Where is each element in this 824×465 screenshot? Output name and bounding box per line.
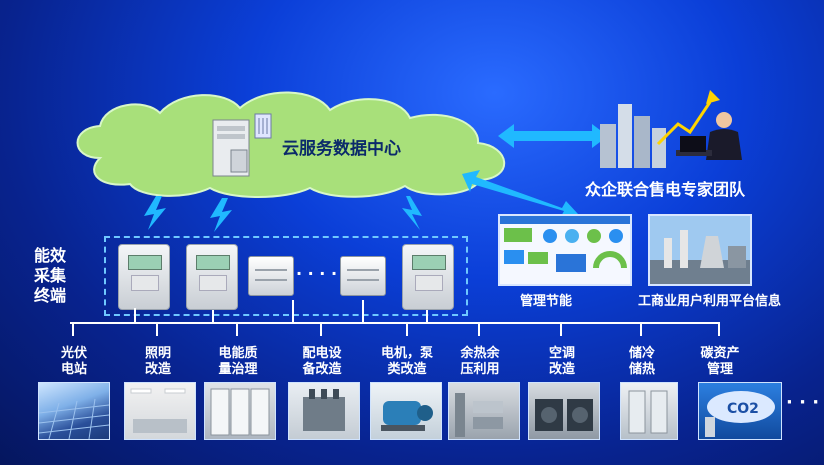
connector — [212, 310, 214, 322]
energy-meter — [118, 244, 170, 310]
drop-line — [718, 322, 720, 336]
category-label-power-quality: 电能质 量治理 — [206, 346, 270, 378]
cloud-title: 云服务数据中心 — [282, 139, 401, 159]
category-line: 储冷 — [628, 346, 655, 361]
lightning-icon — [144, 196, 166, 230]
ellipsis: · · · · — [296, 264, 338, 283]
bus-line — [70, 322, 720, 324]
category-label-carbon: 碳资产 管理 — [688, 346, 752, 378]
double-arrow-icon — [462, 170, 578, 218]
category-line: 配电设 — [302, 346, 342, 361]
industrial-user-label: 工商业用户利用平台信息 — [638, 294, 782, 309]
drop-line — [72, 322, 74, 336]
energy-meter — [186, 244, 238, 310]
drop-line — [406, 322, 408, 336]
category-line: 光伏 — [60, 346, 87, 361]
carbon-asset-photo: CO2 — [698, 382, 782, 440]
category-line: 电站 — [60, 362, 87, 377]
motor-icon — [381, 401, 433, 431]
motor-pump-photo — [370, 382, 442, 440]
category-line: 电机，泵 — [380, 346, 433, 361]
category-label-waste-heat: 余热余 压利用 — [448, 346, 512, 378]
category-line: 量治理 — [218, 362, 258, 377]
connector — [426, 310, 428, 322]
cabinet-icon — [210, 388, 270, 436]
terminal-label-line: 终端 — [34, 286, 67, 305]
connector — [292, 300, 294, 322]
lightning-icon — [210, 198, 232, 232]
thumb-ellipsis: · · · — [786, 392, 820, 413]
cloud-shape — [76, 91, 506, 198]
breaker-module — [340, 256, 386, 296]
analyst-icon — [676, 112, 742, 160]
connector — [362, 300, 364, 322]
breaker-module — [248, 256, 294, 296]
energy-meter — [402, 244, 454, 310]
connector — [134, 308, 136, 322]
transformer-photo — [288, 382, 360, 440]
category-line: 电能质 — [218, 346, 258, 361]
category-line: 余热余 — [460, 346, 500, 361]
lighting-room-photo — [124, 382, 196, 440]
terminal-label: 能效 采集 终端 — [34, 246, 74, 306]
drop-line — [236, 322, 238, 336]
industrial-pipe-icon — [455, 393, 503, 437]
category-label-motor-pump: 电机，泵 类改造 — [370, 346, 444, 378]
city-buildings-icon — [600, 90, 720, 168]
storage-tank-icon — [628, 390, 668, 434]
drop-line — [478, 322, 480, 336]
industrial-plant-photo — [648, 214, 752, 286]
server-icon — [212, 113, 272, 177]
terminal-label-line: 采集 — [34, 266, 67, 285]
category-line: 碳资产 — [700, 346, 740, 361]
drop-line — [320, 322, 322, 336]
category-line: 管理 — [706, 362, 733, 377]
category-line: 改造 — [144, 362, 171, 377]
category-label-storage: 储冷 储热 — [610, 346, 674, 378]
transformer-icon — [303, 389, 345, 431]
category-line: 储热 — [628, 362, 655, 377]
co2-cloud-icon: CO2 — [705, 391, 775, 437]
drop-line — [640, 322, 642, 336]
category-label-lighting: 照明 改造 — [126, 346, 190, 378]
category-line: 类改造 — [387, 362, 427, 377]
solar-panel-icon — [38, 398, 110, 440]
category-line: 改造 — [548, 362, 575, 377]
double-arrow-icon — [498, 124, 608, 148]
category-line: 备改造 — [302, 362, 342, 377]
cold-storage-photo — [620, 382, 678, 440]
category-line: 空调 — [548, 346, 575, 361]
office-lighting-icon — [130, 388, 187, 433]
category-line: 压利用 — [460, 362, 500, 377]
category-label-solar: 光伏 电站 — [42, 346, 106, 378]
lightning-icon — [402, 196, 422, 230]
power-cabinet-photo — [204, 382, 276, 440]
co2-text: CO2 — [727, 401, 759, 417]
solar-panel-photo — [38, 382, 110, 440]
hvac-photo — [528, 382, 600, 440]
terminal-group-box — [104, 236, 468, 316]
category-label-hvac: 空调 改造 — [530, 346, 594, 378]
category-label-distribution: 配电设 备改造 — [290, 346, 354, 378]
management-dashboard-screen — [498, 214, 632, 286]
factory-icon — [650, 216, 750, 284]
category-line: 照明 — [144, 346, 171, 361]
waste-heat-photo — [448, 382, 520, 440]
drop-line — [560, 322, 562, 336]
drop-line — [156, 322, 158, 336]
terminal-label-line: 能效 — [34, 246, 67, 265]
team-label: 众企联合售电专家团队 — [585, 180, 746, 199]
management-label: 管理节能 — [520, 294, 573, 309]
hvac-unit-icon — [535, 399, 593, 431]
dashboard-chart-icon — [500, 216, 630, 272]
